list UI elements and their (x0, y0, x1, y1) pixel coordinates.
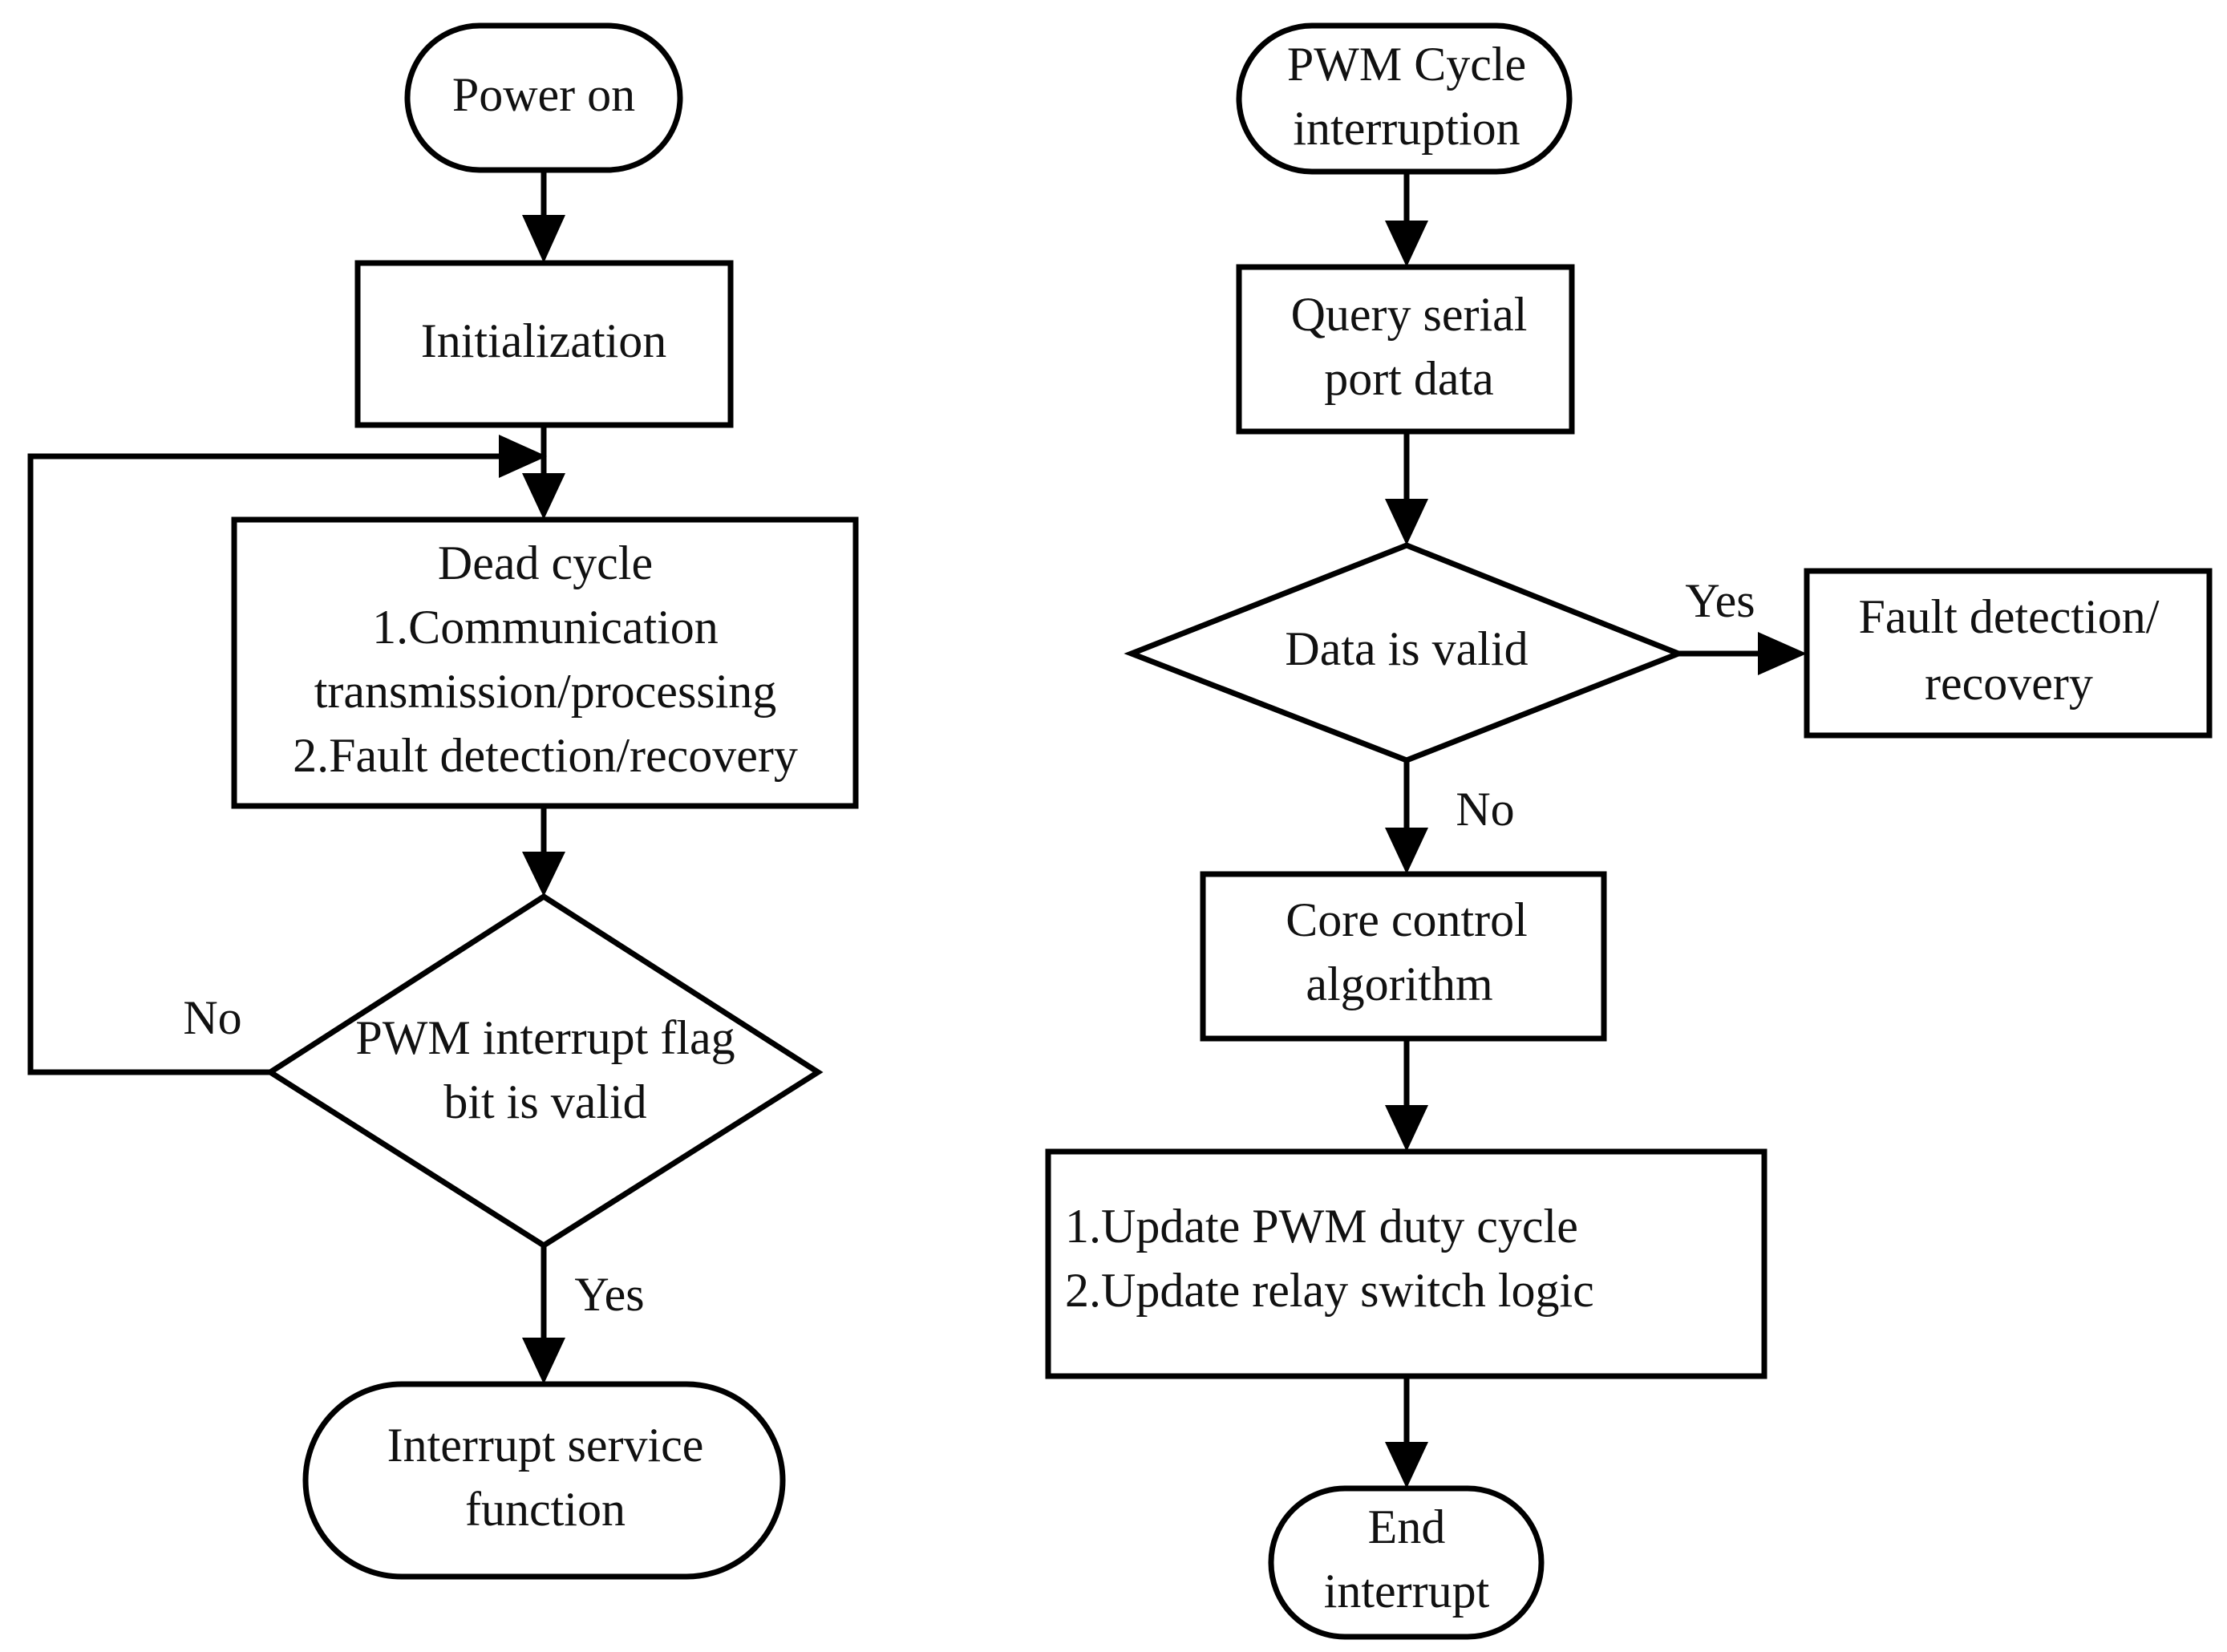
left-init-text: Initialization (421, 314, 667, 367)
left-arrowhead-start-init (522, 215, 565, 263)
right-decision-text: Data is valid (1285, 622, 1528, 675)
left-no-label: No (183, 991, 241, 1044)
right-core-line2: algorithm (1306, 958, 1492, 1010)
right-query-line2: port data (1324, 352, 1494, 405)
right-fault-box (1804, 568, 2213, 739)
right-arrowhead-start-query (1385, 221, 1428, 267)
left-start-text: Power on (452, 68, 635, 121)
right-end-line1: End (1368, 1500, 1446, 1553)
right-core-line1: Core control (1286, 893, 1528, 946)
left-arrowhead-dead-decision (522, 852, 565, 897)
right-end-line2: interrupt (1324, 1565, 1490, 1618)
left-decision-diamond (265, 893, 824, 1249)
right-arrowhead-yes (1758, 632, 1807, 675)
right-end-terminal (1268, 1485, 1545, 1640)
right-fault-line1: Fault detection/ (1859, 590, 2160, 643)
left-end-terminal (302, 1381, 786, 1580)
right-no-label: No (1456, 783, 1514, 836)
left-yes-label: Yes (574, 1268, 644, 1321)
right-core-box (1200, 871, 1607, 1042)
right-arrowhead-no (1385, 828, 1428, 874)
right-start-line2: interruption (1293, 102, 1520, 155)
left-init-box (354, 260, 734, 428)
left-dead-cycle-line2: 1.Communication (372, 601, 719, 654)
right-fault-line2: recovery (1925, 657, 2093, 710)
left-dead-cycle-line1: Dead cycle (438, 536, 653, 589)
left-no-loop-line (27, 453, 499, 1075)
right-arrowhead-core-update (1385, 1105, 1428, 1152)
left-decision-line2: bit is valid (443, 1075, 646, 1128)
right-query-line1: Query serial (1291, 288, 1528, 341)
left-end-line2: function (465, 1483, 626, 1536)
left-dead-cycle-line3: transmission/processing (314, 665, 777, 718)
left-end-line1: Interrupt service (387, 1419, 704, 1472)
right-start-line1: PWM Cycle (1287, 38, 1526, 91)
right-yes-label: Yes (1685, 574, 1755, 627)
right-update-box (1045, 1148, 1767, 1379)
left-arrowhead-yes (522, 1338, 565, 1384)
left-decision-line1: PWM interrupt flag (355, 1011, 735, 1064)
right-arrowhead-query-decision (1385, 499, 1428, 545)
left-arrowhead-init-dead (522, 473, 565, 520)
right-update-line2: 2.Update relay switch logic (1065, 1264, 1594, 1317)
left-no-loop-arrowhead (499, 435, 547, 478)
left-dead-cycle-line4: 2.Fault detection/recovery (293, 729, 798, 782)
right-update-line1: 1.Update PWM duty cycle (1065, 1200, 1578, 1253)
right-arrowhead-update-end (1385, 1442, 1428, 1488)
